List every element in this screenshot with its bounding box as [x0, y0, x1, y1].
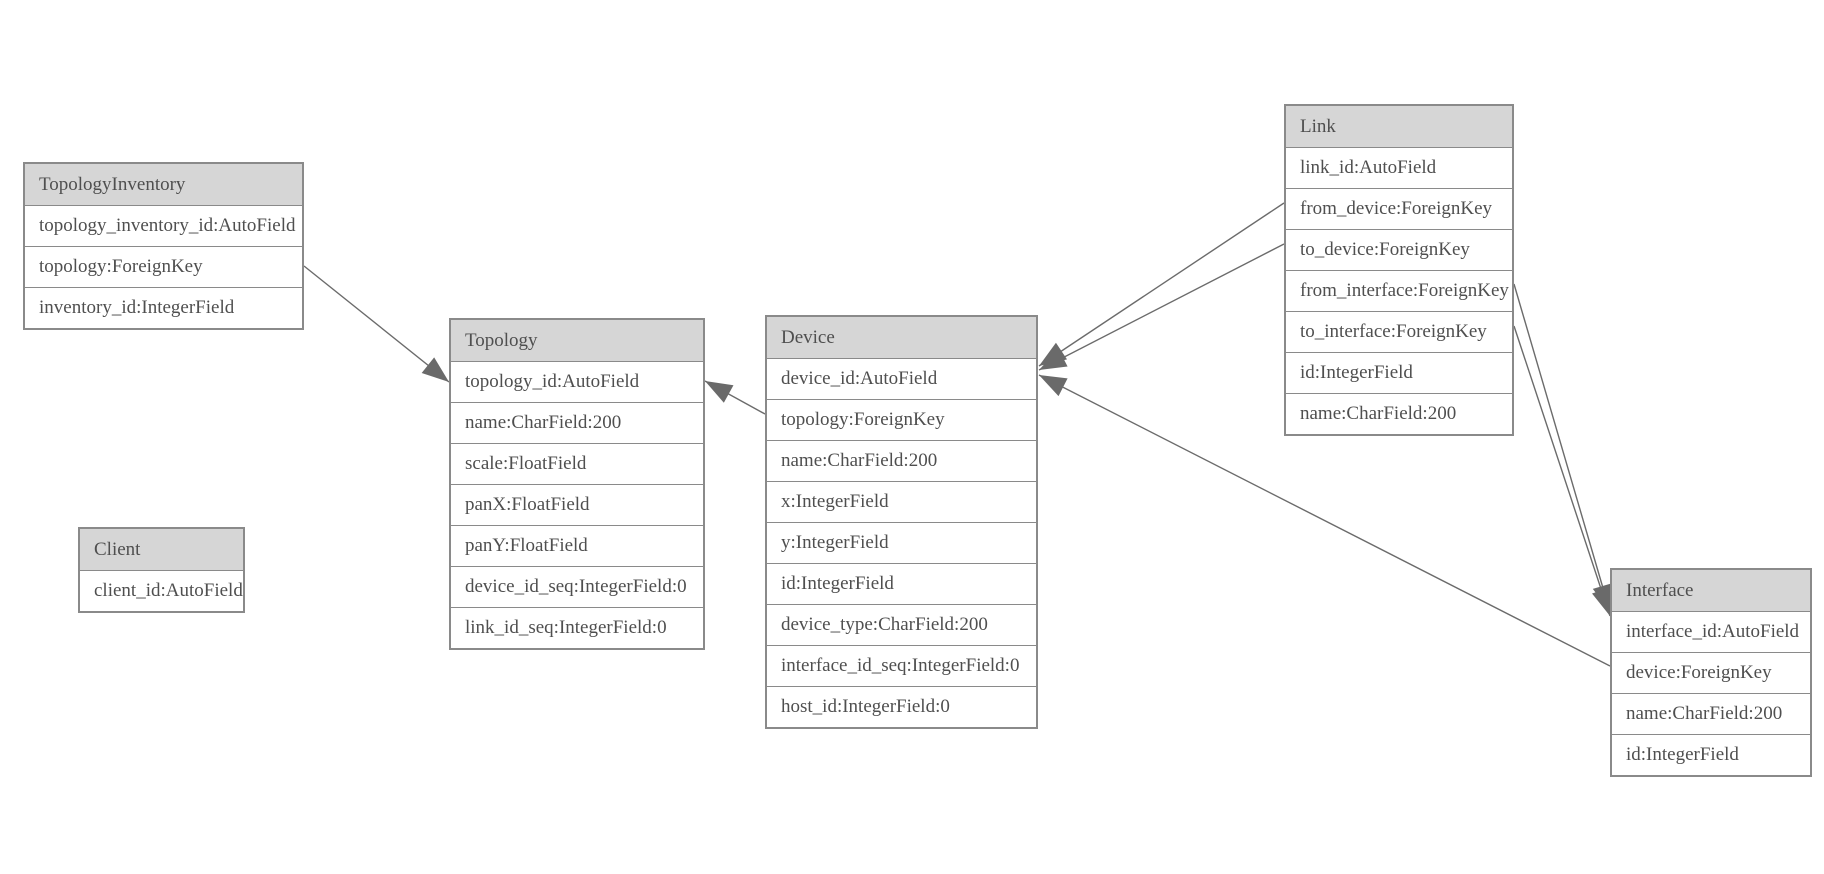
- field-row: interface_id_seq:IntegerField:0: [767, 645, 1036, 686]
- field-row: device_id:AutoField: [767, 358, 1036, 399]
- field-row: link_id_seq:IntegerField:0: [451, 607, 703, 648]
- entity-topologyinventory[interactable]: TopologyInventory topology_inventory_id:…: [23, 162, 304, 330]
- field-row: topology:ForeignKey: [767, 399, 1036, 440]
- entity-title: Device: [767, 317, 1036, 358]
- relationship-arrowhead: [1039, 375, 1068, 397]
- field-row: scale:FloatField: [451, 443, 703, 484]
- field-row: id:IntegerField: [767, 563, 1036, 604]
- field-row: name:CharField:200: [1612, 693, 1810, 734]
- relationship-arrowhead: [1592, 587, 1612, 616]
- field-row: from_device:ForeignKey: [1286, 188, 1512, 229]
- field-row: id:IntegerField: [1612, 734, 1810, 775]
- relationship-line: [1038, 202, 1285, 367]
- field-row: interface_id:AutoField: [1612, 611, 1810, 652]
- relationship-line: [1513, 283, 1611, 613]
- relationship-line: [1513, 325, 1611, 617]
- entity-title: Topology: [451, 320, 703, 361]
- field-row: from_interface:ForeignKey: [1286, 270, 1512, 311]
- field-row: client_id:AutoField: [80, 570, 243, 611]
- field-row: to_interface:ForeignKey: [1286, 311, 1512, 352]
- field-row: inventory_id:IntegerField: [25, 287, 302, 328]
- entity-client[interactable]: Client client_id:AutoField: [78, 527, 245, 613]
- field-row: device:ForeignKey: [1612, 652, 1810, 693]
- field-row: host_id:IntegerField:0: [767, 686, 1036, 727]
- entity-title: Interface: [1612, 570, 1810, 611]
- field-row: device_type:CharField:200: [767, 604, 1036, 645]
- field-row: name:CharField:200: [1286, 393, 1512, 434]
- field-row: id:IntegerField: [1286, 352, 1512, 393]
- entity-title: Client: [80, 529, 243, 570]
- field-row: name:CharField:200: [767, 440, 1036, 481]
- field-row: link_id:AutoField: [1286, 147, 1512, 188]
- entity-title: Link: [1286, 106, 1512, 147]
- relationship-arrowhead: [1039, 348, 1068, 370]
- field-row: panY:FloatField: [451, 525, 703, 566]
- field-row: topology_inventory_id:AutoField: [25, 205, 302, 246]
- field-row: y:IntegerField: [767, 522, 1036, 563]
- relationship-arrowhead: [705, 381, 734, 403]
- field-row: to_device:ForeignKey: [1286, 229, 1512, 270]
- field-row: topology:ForeignKey: [25, 246, 302, 287]
- relationship-line: [1038, 374, 1611, 667]
- field-row: x:IntegerField: [767, 481, 1036, 522]
- field-row: topology_id:AutoField: [451, 361, 703, 402]
- relationship-arrowhead: [421, 357, 449, 382]
- field-row: device_id_seq:IntegerField:0: [451, 566, 703, 607]
- relationship-line: [303, 265, 450, 383]
- relationship-line: [1038, 243, 1285, 371]
- entity-title: TopologyInventory: [25, 164, 302, 205]
- entity-field-list: client_id:AutoField: [80, 570, 243, 611]
- field-row: panX:FloatField: [451, 484, 703, 525]
- field-row: name:CharField:200: [451, 402, 703, 443]
